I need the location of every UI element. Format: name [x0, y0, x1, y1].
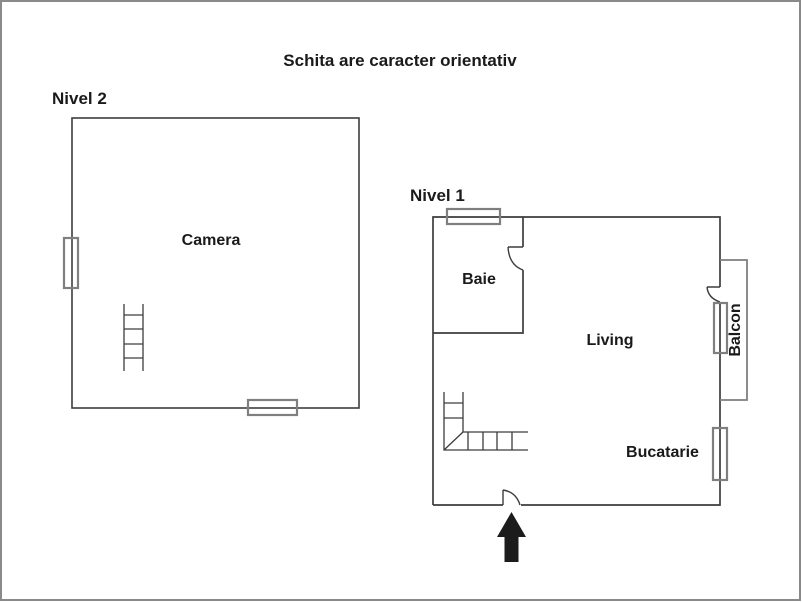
window-marker: [445, 207, 502, 226]
baie-walls: [433, 217, 524, 334]
nivel1-outer-walls: [432, 216, 721, 506]
door-swing-arc: [502, 489, 521, 506]
nivel2-room-outline: [71, 117, 360, 409]
nivel2-level-label: Nivel 2: [52, 89, 107, 108]
page-title: Schita are caracter orientativ: [283, 51, 517, 70]
window-marker: [62, 236, 80, 290]
room-label-camera: Camera: [181, 232, 241, 249]
door-swing-arc: [706, 286, 721, 303]
window-marker: [711, 426, 729, 482]
nivel2-plan: [71, 117, 360, 409]
nivel1-grey-elements: [445, 207, 748, 482]
room-label-balcon: Balcon: [727, 303, 744, 357]
window-marker: [246, 398, 299, 417]
door-swing-arc: [507, 246, 524, 271]
room-label-living: Living: [586, 332, 634, 349]
nivel2-windows: [62, 236, 299, 417]
nivel1-plan: [432, 216, 721, 506]
window-marker: [712, 301, 729, 355]
stairs-icon: [443, 392, 528, 451]
balcony-outline: [720, 259, 748, 401]
entrance-arrow-icon: [497, 512, 526, 562]
nivel1-level-label: Nivel 1: [410, 186, 465, 205]
room-label-bucatarie: Bucatarie: [626, 444, 699, 461]
room-label-baie: Baie: [462, 271, 496, 288]
ladder-icon: [123, 304, 144, 371]
